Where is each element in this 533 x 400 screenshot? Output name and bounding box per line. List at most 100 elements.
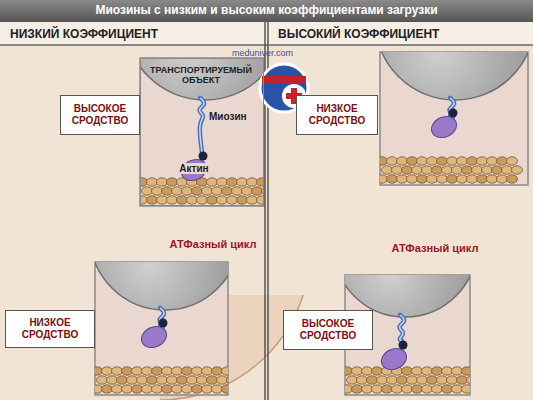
actin [412, 367, 423, 375]
actin-label: Актин [169, 163, 219, 174]
actin [217, 376, 228, 384]
lever-joint [159, 319, 168, 328]
actin [167, 376, 178, 384]
actin [467, 376, 471, 384]
actin [387, 175, 398, 183]
actin [442, 166, 453, 174]
actin [397, 376, 408, 384]
actin [217, 196, 228, 204]
actin [417, 175, 428, 183]
actin [502, 166, 513, 174]
actin [112, 385, 123, 393]
actin [497, 157, 508, 165]
actin [242, 187, 253, 195]
actin [422, 166, 433, 174]
actin [247, 196, 258, 204]
actin [492, 166, 503, 174]
actin [147, 196, 158, 204]
title: Миозины с низким и высоким коэффициентам… [0, 3, 533, 17]
actin [177, 376, 188, 384]
cargo [140, 58, 264, 100]
actin [437, 175, 448, 183]
header-rule [0, 44, 533, 46]
actin [167, 178, 178, 186]
actin [427, 175, 438, 183]
actin [152, 385, 163, 393]
actin [182, 385, 193, 393]
actin [467, 157, 478, 165]
actin [172, 367, 183, 375]
actin [162, 385, 173, 393]
actin [152, 187, 163, 195]
actin [147, 376, 158, 384]
actin [372, 385, 383, 393]
actin [187, 376, 198, 384]
actin [357, 376, 368, 384]
actin [192, 367, 203, 375]
actin [177, 196, 188, 204]
actin [392, 385, 403, 393]
myosin-neck [399, 315, 404, 341]
column-header: НИЗКИЙ КОЭФФИЦИЕНТ [10, 27, 158, 41]
affinity-box: ВЫСОКОЕ СРОДСТВО [60, 95, 140, 135]
actin [392, 166, 403, 174]
watermark: meduniver.com [232, 48, 293, 58]
actin [467, 175, 478, 183]
actin [432, 166, 443, 174]
actin [457, 157, 468, 165]
actin [132, 367, 143, 375]
actin [142, 187, 153, 195]
actin [207, 178, 218, 186]
actin [497, 175, 508, 183]
lever-joint [399, 341, 408, 350]
actin [437, 376, 448, 384]
actin [117, 376, 128, 384]
actin [422, 367, 433, 375]
affinity-box: НИЗКОЕ СРОДСТВО [5, 310, 95, 348]
actin [512, 166, 523, 174]
actin [142, 367, 153, 375]
actin [367, 376, 378, 384]
myosin-neck [199, 98, 204, 152]
actin [202, 187, 213, 195]
actin [192, 187, 203, 195]
actin [212, 385, 223, 393]
actin [212, 367, 223, 375]
actin [257, 178, 265, 186]
cargo [95, 262, 228, 310]
actin [462, 367, 471, 375]
actin [427, 157, 438, 165]
title-band [0, 0, 533, 22]
actin [442, 367, 453, 375]
actin [472, 166, 483, 174]
actin [257, 196, 265, 204]
actin [197, 196, 208, 204]
actin [102, 385, 113, 393]
actin [377, 376, 388, 384]
column-header: ВЫСОКИЙ КОЭФФИЦИЕНТ [278, 27, 439, 41]
state-panel [333, 173, 488, 395]
actin [172, 187, 183, 195]
actin [122, 385, 133, 393]
state-panel [90, 160, 240, 395]
actin [212, 187, 223, 195]
actin [352, 367, 363, 375]
actin [167, 196, 178, 204]
myosin-neck [399, 315, 404, 341]
actin [412, 385, 423, 393]
affinity-box: НИЗКОЕ СРОДСТВО [296, 95, 378, 135]
cycle-label: АТФазный цикл [390, 232, 480, 266]
actin [107, 376, 118, 384]
cargo-label: ТРАНСПОРТИРУЕМЫЙ ОБЪЕКТ [147, 65, 255, 85]
actin [397, 175, 408, 183]
actin [452, 367, 463, 375]
actin [362, 385, 373, 393]
actin [187, 196, 198, 204]
actin [447, 157, 458, 165]
actin [507, 157, 518, 165]
actin [407, 157, 418, 165]
actin [202, 367, 213, 375]
actin [102, 367, 113, 375]
actin [182, 367, 193, 375]
actin [197, 376, 208, 384]
